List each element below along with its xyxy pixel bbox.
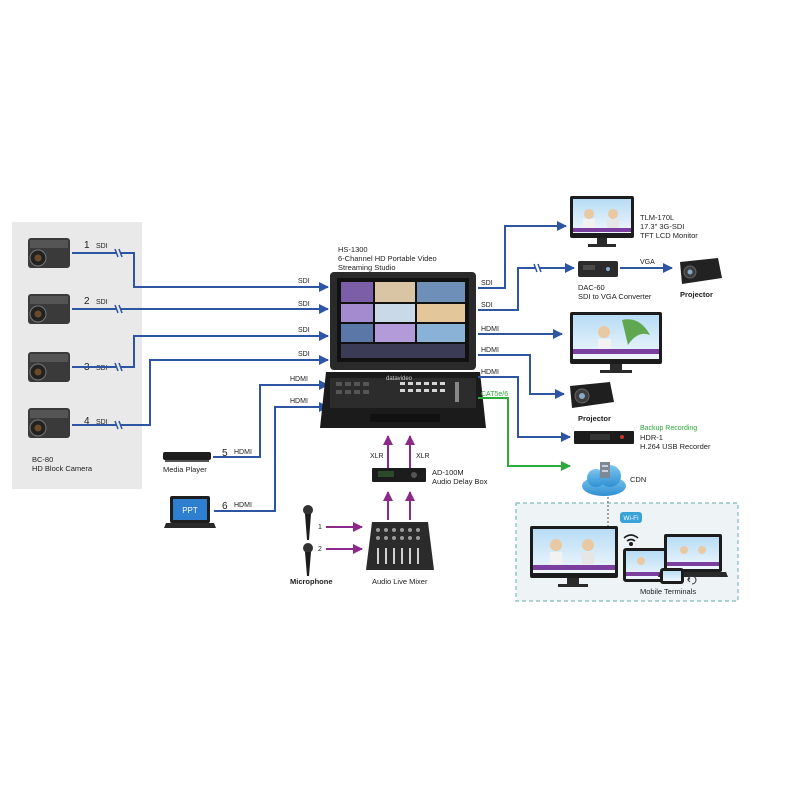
projector-1-label: Projector <box>680 290 713 299</box>
recorder-model: HDR-1 <box>640 433 663 442</box>
wifi-label: Wi-Fi <box>623 515 638 522</box>
output-6-label: CAT5e/6 <box>481 391 508 398</box>
camera-description: HD Block Camera <box>32 464 93 473</box>
cdn-label: CDN <box>630 475 646 484</box>
output-4-label: HDMI <box>481 347 499 354</box>
microphone-1 <box>303 505 313 540</box>
xlr-label-right: XLR <box>416 453 430 460</box>
camera-2 <box>28 294 70 324</box>
cable-break-marks <box>114 248 123 430</box>
switcher-desc-line1: 6-Channel HD Portable Video <box>338 254 437 263</box>
wifi-badge <box>620 512 642 523</box>
converter-model: DAC-60 <box>578 283 605 292</box>
cdn-cloud <box>582 462 626 496</box>
switcher-brand: datavideo <box>386 376 413 382</box>
input-1-label: SDI <box>298 278 310 285</box>
xlr-cables <box>383 435 415 520</box>
camera-2-number: 2 <box>84 296 90 307</box>
usb-recorder <box>574 431 634 444</box>
input-4-label: SDI <box>298 351 310 358</box>
converter-signal: VGA <box>640 259 655 266</box>
projector-2-label: Projector <box>578 414 611 423</box>
phone-device <box>660 568 684 584</box>
camera-1-number: 1 <box>84 240 90 251</box>
mic-1-number: 1 <box>318 524 322 531</box>
laptop-cable <box>214 402 329 512</box>
hdmi-monitor <box>570 312 662 373</box>
laptop <box>164 496 216 528</box>
media-player-signal: HDMI <box>234 449 252 456</box>
input-6-label: HDMI <box>290 398 308 405</box>
camera-3-signal: SDI <box>96 365 108 372</box>
terminal-monitor <box>530 526 618 587</box>
sync-icon <box>687 575 697 585</box>
delay-box-desc: Audio Delay Box <box>432 477 488 486</box>
delay-box-model: AD-100M <box>432 468 464 477</box>
laptop-screen-text: PPT <box>182 506 198 515</box>
mic-2-number: 2 <box>318 546 322 553</box>
audio-mixer <box>366 522 434 570</box>
wifi-icon <box>623 534 639 546</box>
lcd-monitor <box>570 196 634 247</box>
converter-desc: SDI to VGA Converter <box>578 292 652 301</box>
recorder-heading: Backup Recording <box>640 425 697 432</box>
media-player <box>163 452 211 462</box>
output-5-label: HDMI <box>481 369 499 376</box>
laptop-signal: HDMI <box>234 502 252 509</box>
monitor-model: TLM-170L <box>640 213 674 222</box>
media-player-cable <box>213 380 329 458</box>
input-3-label: SDI <box>298 327 310 334</box>
camera-1-signal: SDI <box>96 243 108 250</box>
dac-converter <box>578 261 618 277</box>
output-2-label: SDI <box>481 302 493 309</box>
mixer-label: Audio Live Mixer <box>372 577 428 586</box>
camera-2-signal: SDI <box>96 299 108 306</box>
camera-4-signal: SDI <box>96 419 108 426</box>
laptop-number: 6 <box>222 501 228 512</box>
switcher-device <box>320 272 486 428</box>
output-1-label: SDI <box>481 280 493 287</box>
recorder-desc: H.264 USB Recorder <box>640 442 711 451</box>
switcher-model: HS-1300 <box>338 245 368 254</box>
microphone-label: Microphone <box>290 577 333 586</box>
laptop-terminal <box>658 534 728 577</box>
switcher-desc-line2: Streaming Studio <box>338 263 396 272</box>
monitor-desc-line1: 17.3" 3G-SDI <box>640 222 684 231</box>
camera-cables <box>72 252 329 426</box>
camera-3 <box>28 352 70 382</box>
media-player-label: Media Player <box>163 465 207 474</box>
input-2-label: SDI <box>298 301 310 308</box>
monitor-desc-line2: TFT LCD Monitor <box>640 231 698 240</box>
media-player-number: 5 <box>222 448 228 459</box>
projector-1 <box>680 258 722 284</box>
camera-1 <box>28 238 70 268</box>
camera-model: BC-80 <box>32 455 53 464</box>
input-5-label: HDMI <box>290 376 308 383</box>
output-cables <box>478 221 673 442</box>
mobile-terminals-label: Mobile Terminals <box>640 587 696 596</box>
projector-2 <box>570 382 614 408</box>
output-3-label: HDMI <box>481 326 499 333</box>
output-break-mark <box>533 263 542 273</box>
mic-cables <box>326 522 363 554</box>
microphone-2 <box>303 543 313 576</box>
xlr-label-left: XLR <box>370 453 384 460</box>
audio-delay-box <box>372 468 426 482</box>
camera-4 <box>28 408 70 438</box>
stream-cable <box>478 397 571 471</box>
tablet-device <box>623 548 667 582</box>
camera-4-number: 4 <box>84 416 90 427</box>
